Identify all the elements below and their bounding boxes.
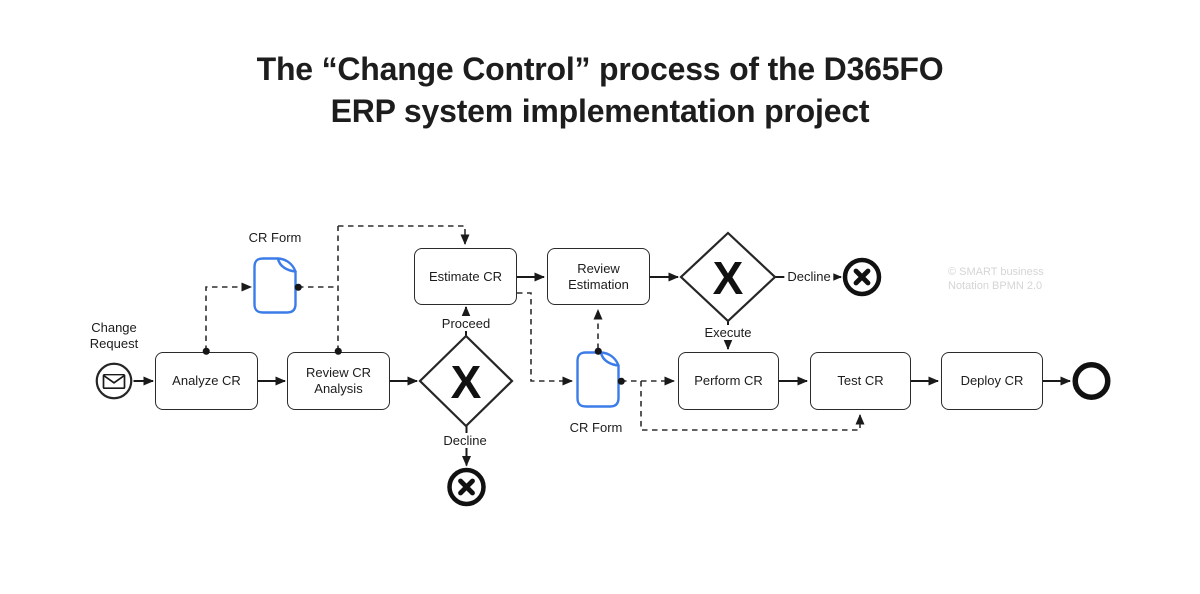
task-test-cr: Test CR: [810, 352, 911, 410]
document-icon-crform2: [576, 351, 620, 408]
xor-gateway-estimation: [679, 231, 777, 323]
data-association-estimate-to-crform2: [517, 292, 573, 386]
task-review-cr-analysis: Review CR Analysis: [287, 352, 390, 410]
page-title-line2: ERP system implementation project: [330, 93, 870, 129]
x-icon: [853, 268, 871, 286]
watermark: © SMART business Notation BPMN 2.0: [948, 265, 1044, 293]
task-analyze-cr: Analyze CR: [155, 352, 258, 410]
end-event-final: [1072, 362, 1111, 400]
xor-gateway-estimation-marker: X: [713, 252, 744, 304]
data-association-analyze-to-crform1: [205, 282, 252, 351]
task-label: Review Estimation: [568, 260, 629, 292]
data-association-junction-dot: [294, 283, 302, 291]
xor-gateway-analysis-marker: X: [451, 356, 482, 408]
data-association-junction-dot: [334, 347, 342, 355]
task-label: Estimate CR: [429, 268, 502, 284]
page-title: The “Change Control” process of the D365…: [0, 48, 1200, 132]
data-association-junction-dot: [202, 347, 210, 355]
xor-gateway-analysis: [418, 334, 514, 428]
flow-label-decline-estimation: Decline: [784, 269, 834, 284]
end-event-decline-analysis: [447, 467, 486, 507]
task-estimate-cr: Estimate CR: [414, 248, 517, 305]
crform2-label: CR Form: [569, 420, 623, 435]
crform1-label: CR Form: [248, 230, 302, 245]
flow-label-proceed: Proceed: [438, 316, 494, 331]
task-deploy-cr: Deploy CR: [941, 352, 1043, 410]
task-perform-cr: Perform CR: [678, 352, 779, 410]
flow-label-execute: Execute: [701, 325, 755, 340]
start-event-label: Change Request: [89, 320, 139, 351]
flow-label-decline-analysis: Decline: [440, 433, 490, 448]
x-icon: [458, 478, 475, 496]
task-label: Test CR: [837, 373, 884, 388]
task-review-estimation: Review Estimation: [547, 248, 650, 305]
task-label: Perform CR: [694, 373, 763, 388]
task-label: Analyze CR: [172, 373, 241, 388]
page-title-line1: The “Change Control” process of the D365…: [256, 51, 944, 87]
data-association-top-to-estimate: [338, 225, 470, 245]
document-icon-crform1: [253, 257, 297, 314]
task-label: Deploy CR: [960, 373, 1024, 388]
watermark-line1: © SMART business: [948, 266, 1044, 278]
envelope-icon: [102, 373, 126, 390]
end-event-decline-estimation: [842, 257, 882, 297]
data-association-junction-dot: [594, 347, 602, 355]
watermark-line2: Notation BPMN 2.0: [948, 280, 1043, 292]
data-association-junction-dot: [617, 377, 625, 385]
task-label: Review CR Analysis: [305, 365, 371, 396]
data-association-crform2-to-test: [640, 381, 865, 431]
